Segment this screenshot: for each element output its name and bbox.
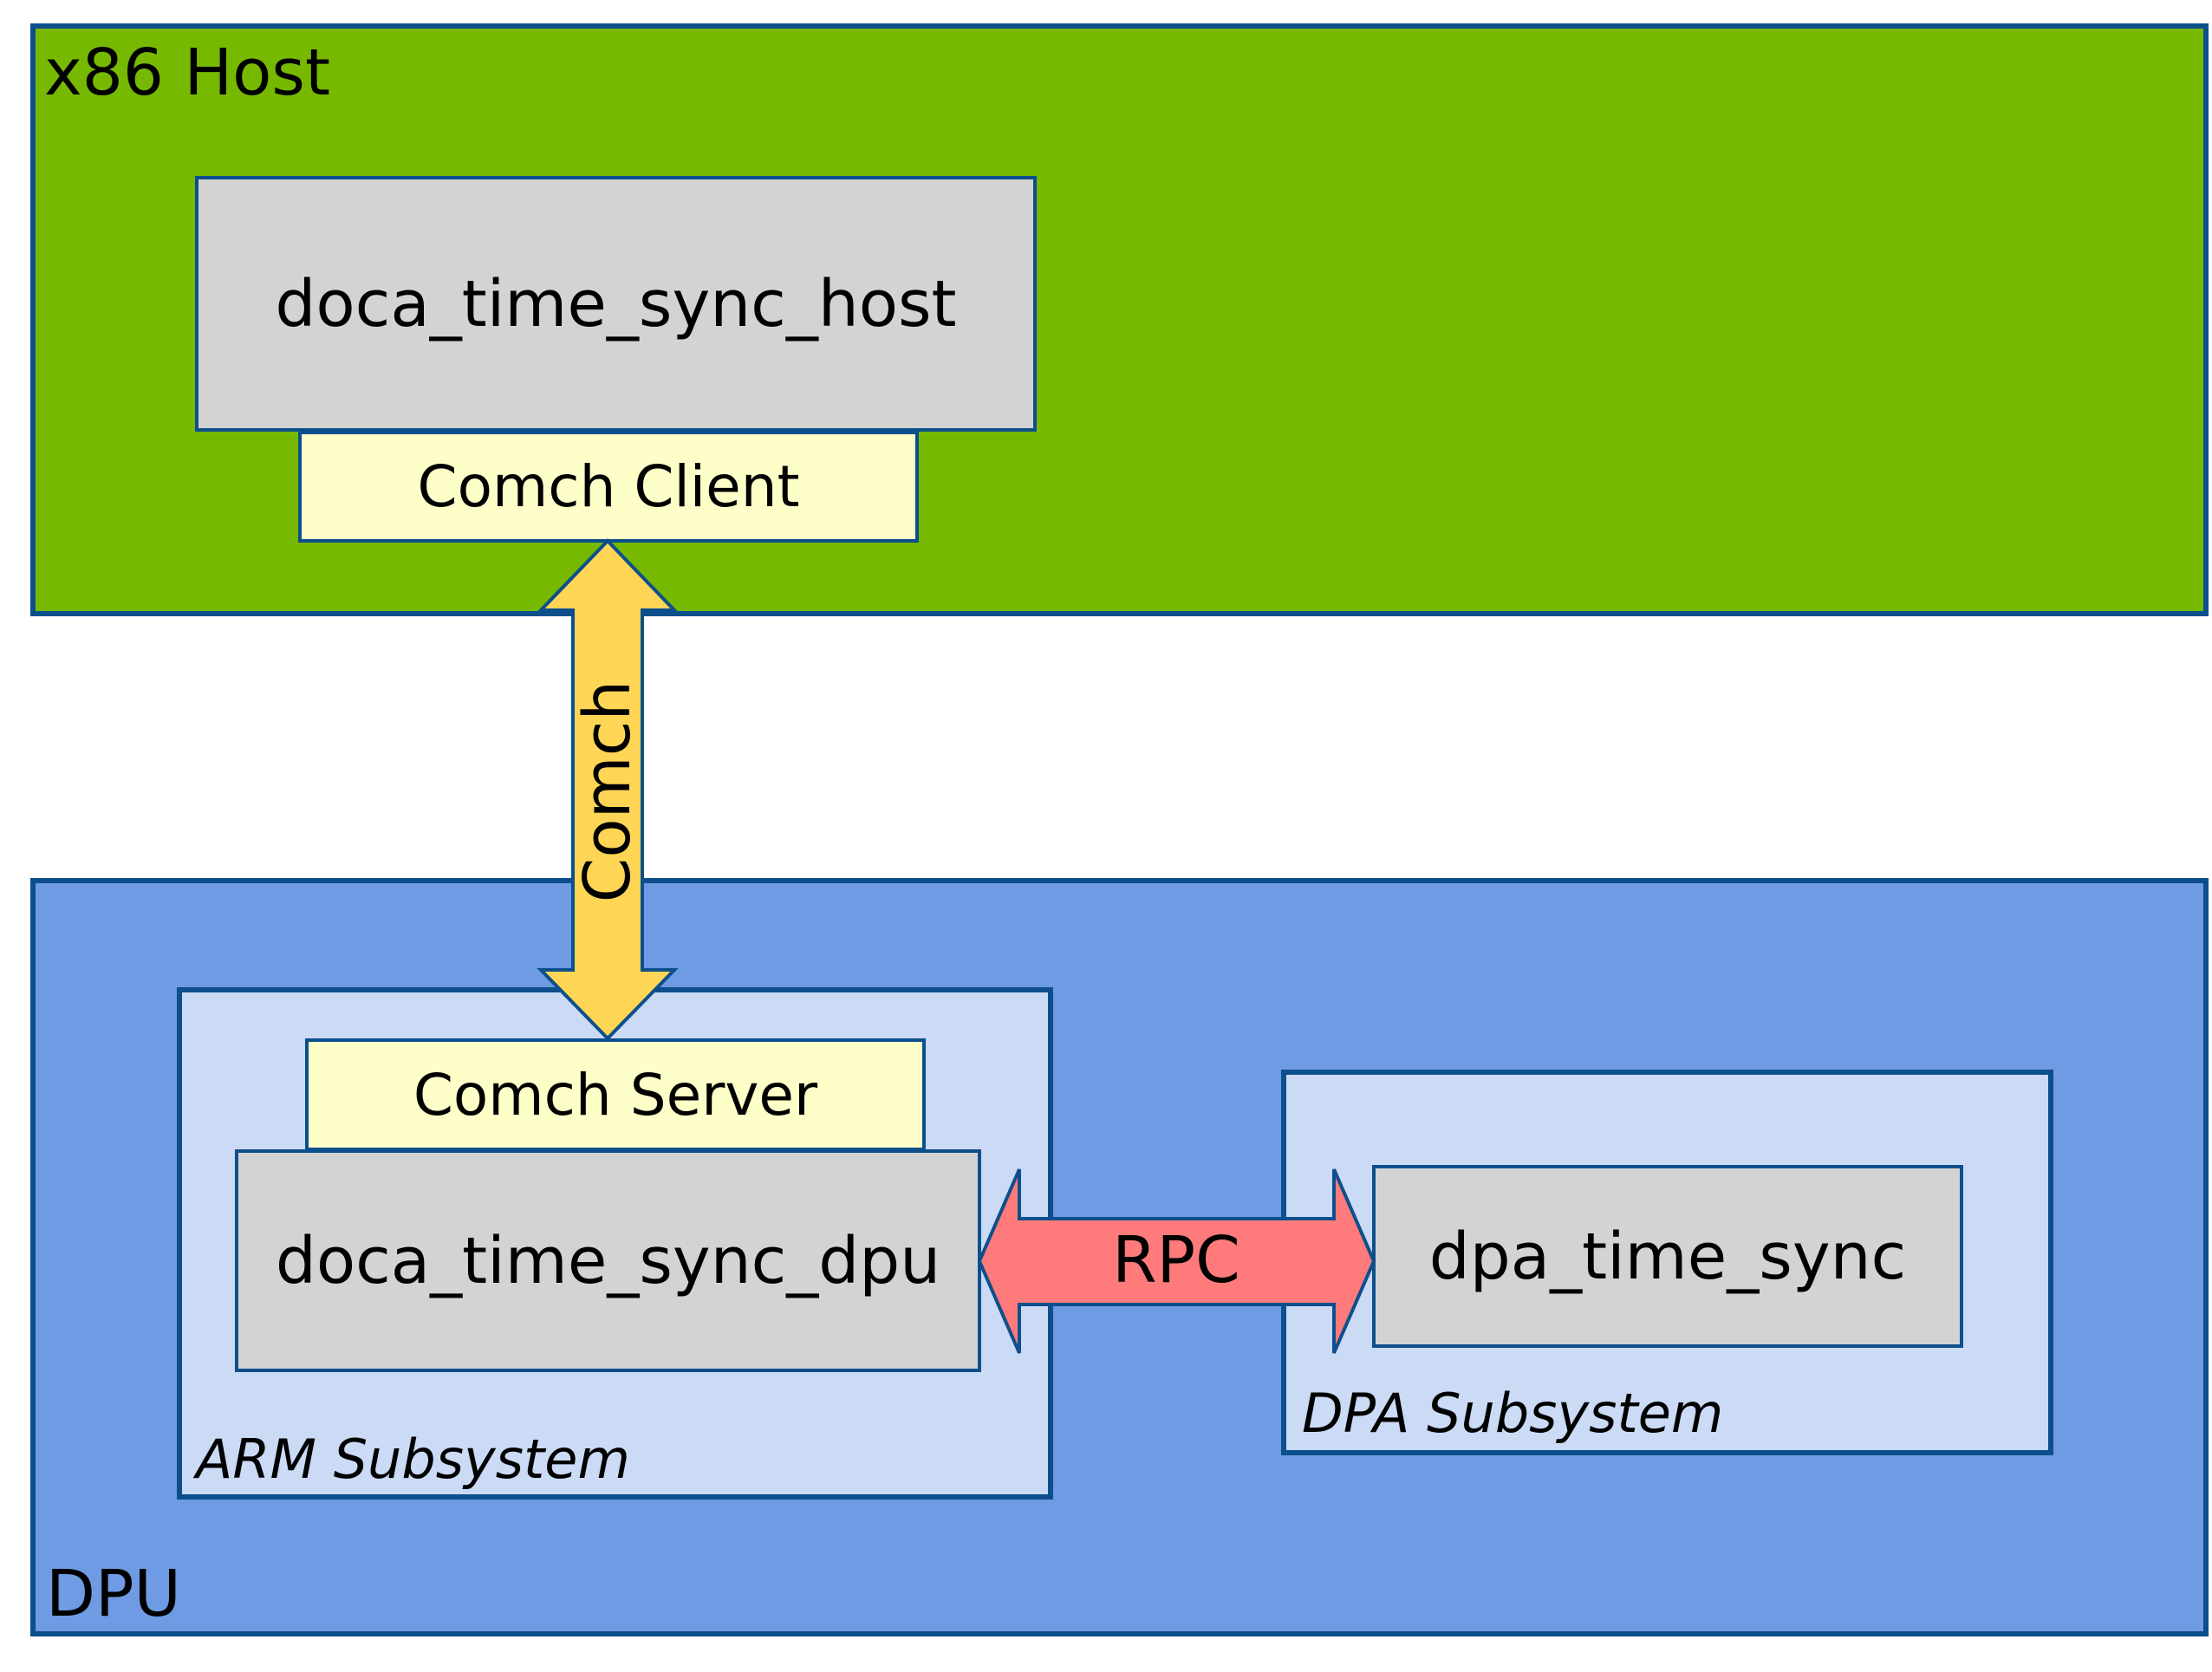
arm-subsystem-label: ARM Subsystem: [196, 1428, 630, 1491]
rpc-link-arrow: [977, 1168, 1376, 1354]
dpa-subsystem-label: DPA Subsystem: [1302, 1382, 1724, 1445]
dpu-region-label: DPU: [46, 1557, 181, 1631]
dpa-app-box: dpa_time_sync: [1372, 1165, 1963, 1348]
comch-server-box: Comch Server: [305, 1038, 926, 1151]
rpc-arrow-shape: [977, 1168, 1376, 1354]
dpa-app-label: dpa_time_sync: [1428, 1219, 1907, 1294]
host-region-label: x86 Host: [44, 36, 330, 110]
comch-client-box: Comch Client: [298, 431, 919, 543]
comch-client-label: Comch Client: [417, 453, 800, 520]
dpu-app-label: doca_time_sync_dpu: [275, 1223, 941, 1298]
comch-server-label: Comch Server: [413, 1061, 818, 1129]
comch-arrow-shape: [537, 538, 679, 1041]
host-app-label: doca_time_sync_host: [275, 266, 957, 342]
comch-link-label: Comch: [570, 680, 645, 903]
rpc-link-label: RPC: [1112, 1223, 1240, 1298]
host-app-box: doca_time_sync_host: [195, 176, 1037, 432]
dpu-app-box: doca_time_sync_dpu: [235, 1149, 981, 1372]
comch-link-arrow: [537, 538, 679, 1041]
